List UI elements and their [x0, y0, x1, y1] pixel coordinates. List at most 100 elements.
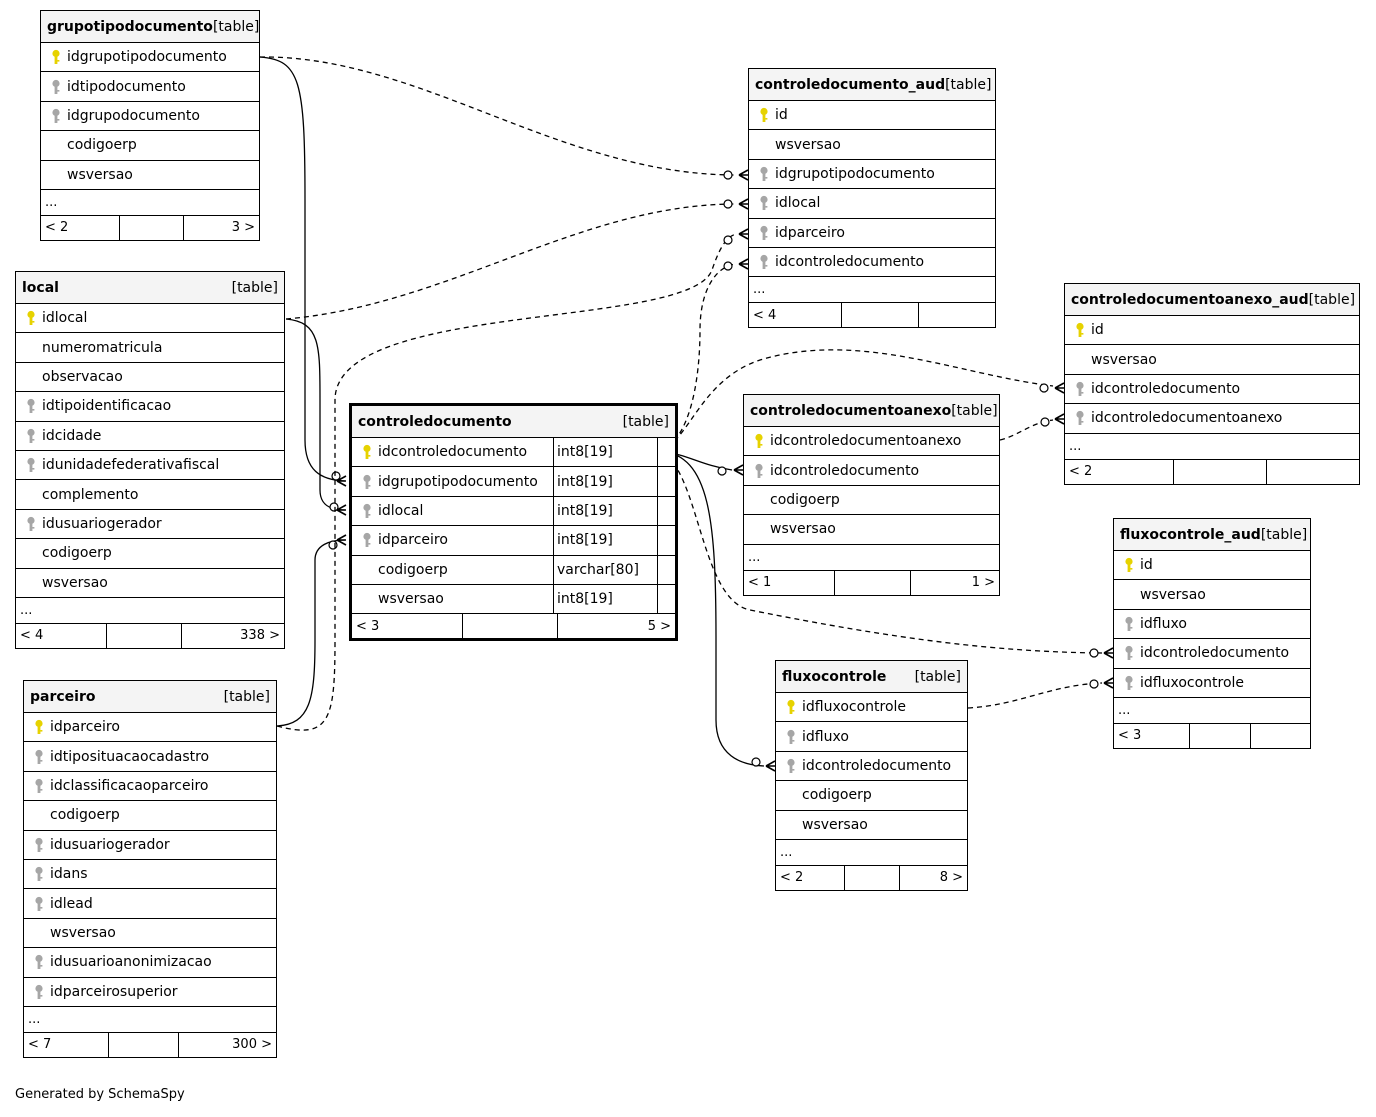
column-row[interactable]: wsversao: [41, 161, 259, 190]
column-row[interactable]: idcidade: [16, 422, 284, 451]
column-row[interactable]: wsversao: [1065, 345, 1359, 375]
column-row[interactable]: wsversao: [16, 569, 284, 598]
column-row[interactable]: idusuariogerador: [16, 510, 284, 540]
column-row[interactable]: idtipoidentificacao: [16, 392, 284, 422]
column-row[interactable]: idclassificacaoparceiro: [24, 772, 276, 802]
column-row[interactable]: idcontroledocumento: [776, 752, 967, 782]
children-count[interactable]: 5 >: [557, 614, 675, 639]
table-footer: < 2 3 >: [41, 215, 259, 240]
children-count[interactable]: 300 >: [178, 1032, 276, 1057]
column-row[interactable]: idtiposituacaocadastro: [24, 742, 276, 772]
column-row[interactable]: wsversao: [744, 515, 999, 545]
column-row[interactable]: idlocal: [749, 189, 995, 219]
parents-count[interactable]: < 3: [1118, 728, 1142, 744]
crows-foot-marker: [738, 228, 749, 240]
column-row[interactable]: idgrupotipodocumento: [41, 43, 259, 73]
column-row[interactable]: idcontroledocumento: [749, 248, 995, 278]
column-row[interactable]: id: [1065, 316, 1359, 346]
column-row[interactable]: id: [749, 101, 995, 131]
column-row[interactable]: idcontroledocumento: [744, 456, 999, 486]
parents-count[interactable]: < 2: [780, 870, 804, 886]
column-row[interactable]: observacao: [16, 363, 284, 393]
column-row[interactable]: idtipodocumento: [41, 72, 259, 102]
column-cell: idgrupodocumento: [41, 102, 259, 130]
foreign-key-icon: [52, 79, 60, 94]
children-count[interactable]: 3 >: [183, 215, 259, 240]
column-name: idcontroledocumento: [378, 444, 528, 461]
children-count[interactable]: [1250, 723, 1310, 748]
column-row[interactable]: idunidadefederativafiscal: [16, 451, 284, 481]
parents-count[interactable]: < 7: [28, 1037, 52, 1053]
column-row[interactable]: idparceiro: [749, 219, 995, 248]
column-row[interactable]: idgrupodocumento: [41, 102, 259, 132]
children-count[interactable]: 8 >: [899, 865, 967, 890]
column-row[interactable]: idlead: [24, 889, 276, 919]
column-type: int8[19]: [553, 526, 657, 555]
children-count[interactable]: 338 >: [181, 623, 284, 648]
column-row[interactable]: idgrupotipodocumento: [749, 160, 995, 190]
table-grupotipodocumento[interactable]: grupotipodocumento [table] idgrupotipodo…: [40, 10, 260, 241]
column-row[interactable]: idusuarioanonimizacao: [24, 948, 276, 978]
column-row[interactable]: codigoerp: [744, 486, 999, 516]
parents-count[interactable]: < 4: [753, 307, 777, 323]
column-row[interactable]: idcontroledocumento: [1065, 375, 1359, 405]
table-controledocumentoanexo[interactable]: controledocumentoanexo [table] idcontrol…: [743, 394, 1000, 596]
column-row[interactable]: idusuariogerador: [24, 831, 276, 860]
column-row[interactable]: idfluxo: [776, 722, 967, 752]
column-name: idparceiro: [775, 224, 845, 241]
column-row[interactable]: wsversao: [24, 919, 276, 949]
column-row[interactable]: idfluxocontrole: [1114, 669, 1310, 698]
column-row[interactable]: codigoerp: [776, 781, 967, 811]
foreign-key-icon: [760, 196, 768, 211]
column-row[interactable]: wsversao: [1114, 580, 1310, 610]
crows-foot-marker: [1103, 677, 1114, 689]
column-row[interactable]: idans: [24, 860, 276, 890]
column-spacer: [657, 496, 675, 526]
column-row[interactable]: id: [1114, 551, 1310, 581]
column-row[interactable]: wsversao: [776, 811, 967, 840]
children-count[interactable]: [1266, 459, 1359, 484]
column-row[interactable]: idfluxocontrole: [776, 693, 967, 723]
column-type: int8[19]: [553, 584, 657, 614]
column-row[interactable]: codigoerp: [24, 801, 276, 831]
column-row[interactable]: idcontroledocumentoanexo: [1065, 404, 1359, 434]
column-row[interactable]: codigoerp: [41, 131, 259, 161]
column-row[interactable]: idparceiro: [24, 713, 276, 743]
more-columns-indicator: ...: [24, 1007, 276, 1033]
parents-count[interactable]: < 2: [45, 220, 69, 236]
column-row[interactable]: idcontroledocumento: [1114, 639, 1310, 669]
more-columns-indicator: ...: [749, 277, 995, 304]
parents-count[interactable]: < 1: [748, 575, 772, 591]
column-row[interactable]: idcontroledocumentoanexo: [744, 427, 999, 457]
parents-count[interactable]: < 3: [356, 618, 380, 634]
column-row[interactable]: codigoerp: [16, 539, 284, 569]
parents-count[interactable]: < 2: [1069, 464, 1093, 480]
column-row[interactable]: idfluxo: [1114, 610, 1310, 640]
table-type: [table]: [945, 76, 992, 93]
column-row[interactable]: idparceirosuperior: [24, 978, 276, 1007]
column-row[interactable]: wsversao: [749, 130, 995, 160]
table-controledocumento[interactable]: controledocumento [table] idcontroledocu…: [349, 403, 678, 642]
children-count[interactable]: [918, 303, 995, 328]
column-cell: idtipoidentificacao: [16, 392, 284, 420]
column-row[interactable]: complemento: [16, 480, 284, 510]
column-row[interactable]: numeromatricula: [16, 333, 284, 363]
parents-count[interactable]: < 4: [20, 628, 44, 644]
table-type: [table]: [212, 18, 260, 35]
column-name: wsversao: [50, 924, 116, 941]
column-cell: idlocal: [352, 497, 553, 525]
column-row[interactable]: idlocal: [16, 304, 284, 334]
children-count[interactable]: 1 >: [910, 570, 999, 595]
